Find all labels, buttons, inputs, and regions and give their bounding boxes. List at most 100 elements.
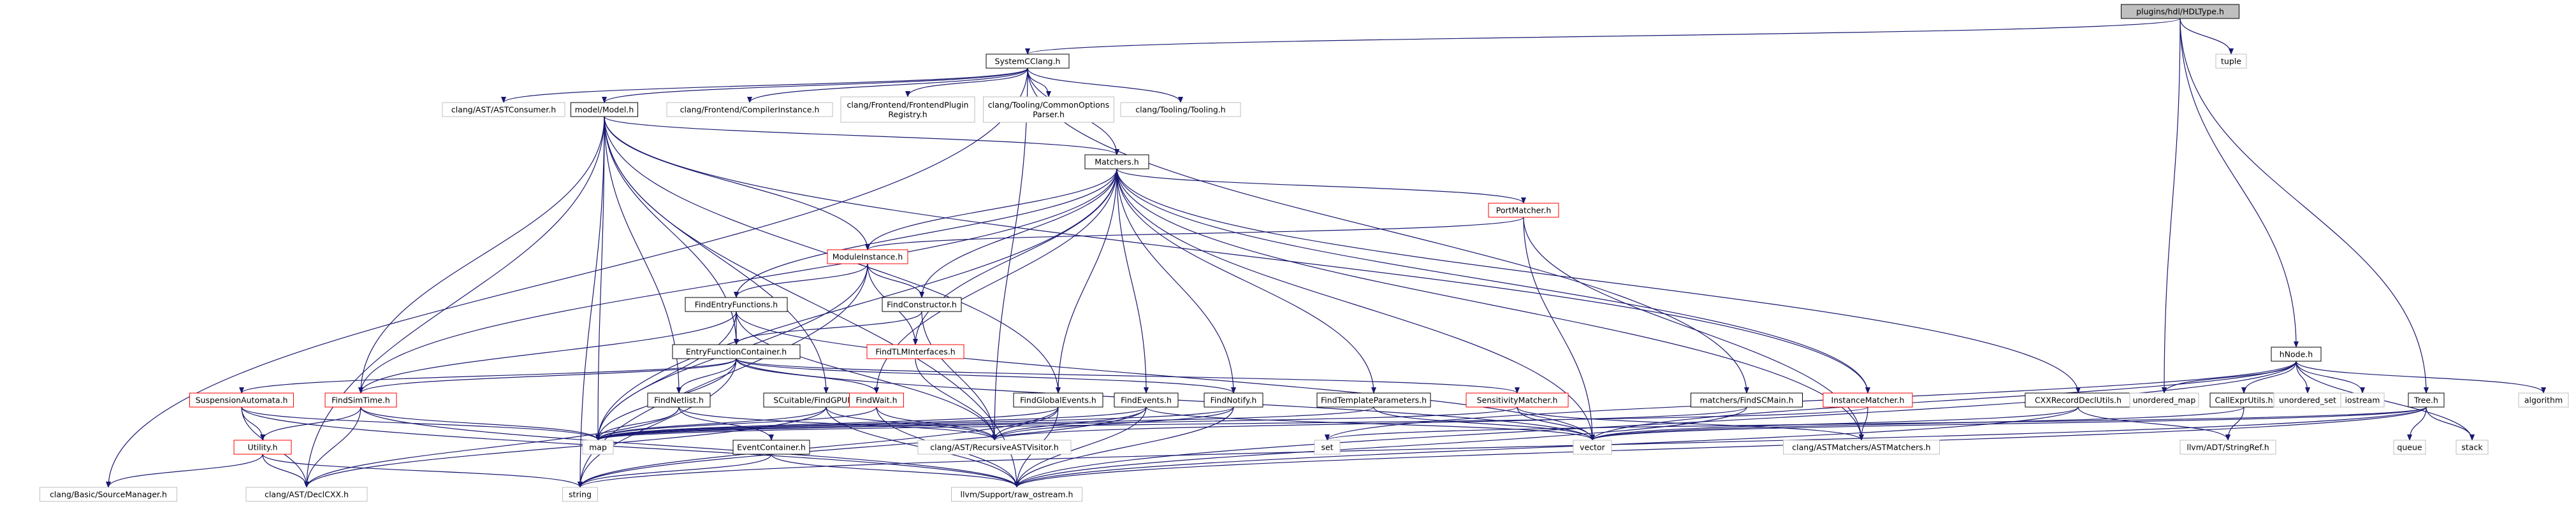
node-box [233,440,292,455]
node-label: llvm/Support/raw_ostream.h [961,490,1073,499]
node-suspauto[interactable]: SuspensionAutomata.h [189,392,294,408]
node-label: Registry.h [888,110,927,119]
node-tree[interactable]: Tree.h [2408,392,2445,408]
node-label: CXXRecordDeclUtils.h [2035,396,2121,405]
node-unordmap: unordered_map [2129,392,2199,408]
edge-systemc-to-fplugin [905,68,1028,97]
node-findtlm[interactable]: FindTLMInterfaces.h [866,344,964,359]
node-label: clang/Basic/SourceManager.h [50,490,167,499]
edge-systemc-to-srcmgr [106,68,1028,488]
node-label: FindGlobalEvents.h [1020,396,1096,405]
node-entrycont[interactable]: EntryFunctionContainer.h [672,344,801,359]
edge-findentry-to-map [595,311,737,441]
node-sensmatcher[interactable]: SensitivityMatcher.h [1466,392,1569,408]
edge-hnode-to-callexpr [2241,361,2297,394]
node-systemc[interactable]: SystemCClang.h [986,54,1070,69]
node-findtemplate[interactable]: FindTemplateParameters.h [1316,392,1431,408]
edge-root-to-tree [2179,18,2429,394]
node-findsim[interactable]: FindSimTime.h [324,392,397,408]
edge-matchers-to-instmatcher [1116,168,1870,394]
node-label: FindTemplateParameters.h [1321,396,1427,405]
node-label: plugins/hdl/HDLType.h [2136,7,2224,17]
node-label: FindSimTime.h [331,396,390,405]
node-label: FindEntryFunctions.h [695,300,778,310]
node-box [866,344,964,359]
node-label: clang/AST/RecursiveASTVisitor.h [930,443,1059,452]
edge-findscmain-to-recursive [992,406,1747,441]
edge-matchers-to-findentry [734,168,1117,298]
node-box [1573,440,1612,455]
node-label: vector [1580,443,1606,452]
node-utility[interactable]: Utility.h [233,440,292,455]
node-box [324,392,397,408]
node-box [1466,392,1569,408]
node-srcmgr: clang/Basic/SourceManager.h [40,487,177,502]
node-label: FindConstructor.h [887,300,957,310]
node-box [2393,440,2426,455]
node-astconsumer: clang/AST/ASTConsumer.h [442,102,565,117]
edge-model-to-matchers [604,116,1119,155]
node-cxxrecord[interactable]: CXXRecordDeclUtils.h [2025,392,2132,408]
edge-findsim-to-declcxx [304,406,361,488]
node-findctor[interactable]: FindConstructor.h [882,297,962,312]
node-eventcont[interactable]: EventContainer.h [732,440,810,455]
node-box [827,249,908,264]
edge-matchers-to-vector [1116,168,1595,441]
node-label: clang/Tooling/CommonOptions [988,100,1109,110]
node-portmatcher[interactable]: PortMatcher.h [1488,203,1559,218]
node-label: model/Model.h [575,105,634,115]
edge-systemc-to-compinst [747,68,1028,103]
node-string: string [562,487,598,502]
node-box [647,392,711,408]
node-findnetlist[interactable]: FindNetlist.h [647,392,711,408]
node-box [1488,203,1559,218]
node-callexpr[interactable]: CallExprUtils.h [2209,392,2278,408]
edge-hnode-to-algorithm [2296,361,2546,394]
edge-entrycont-to-suspauto [239,358,737,394]
node-label: ModuleInstance.h [833,252,903,262]
edge-tree-to-string [578,406,2427,488]
edge-model-to-declcxx [304,116,605,488]
edge-systemc-to-tooling [1027,68,1183,103]
node-findevents[interactable]: FindEvents.h [1114,392,1179,408]
node-model[interactable]: model/Model.h [571,102,638,117]
node-label: PortMatcher.h [1496,206,1552,215]
node-root[interactable]: plugins/hdl/HDLType.h [2121,4,2239,19]
edge-findsim-to-utility [260,406,361,441]
edge-root-to-hnode [2179,18,2299,348]
node-box [245,487,368,502]
node-findentry[interactable]: FindEntryFunctions.h [685,297,788,312]
node-tuple: tuple [2215,54,2247,69]
node-box [1084,154,1149,169]
node-label: clang/AST/DeclCXX.h [265,490,349,499]
edge-findevents-to-map [595,406,1147,441]
node-label: FindNetlist.h [654,396,704,405]
node-box [1120,102,1241,117]
node-findnotify[interactable]: FindNotify.h [1204,392,1263,408]
edge-utility-to-string [262,454,583,488]
edge-matchers-to-modinst [865,168,1117,250]
edge-utility-to-declcxx [262,454,309,488]
edge-model-to-instmatcher [604,116,1870,394]
node-rawostream: llvm/Support/raw_ostream.h [951,487,1082,502]
node-hnode[interactable]: hNode.h [2271,347,2322,362]
node-findwait[interactable]: FindWait.h [849,392,904,408]
node-recursive: clang/AST/RecursiveASTVisitor.h [917,440,1072,455]
node-box [2271,347,2322,362]
node-instmatcher[interactable]: InstanceMatcher.h [1823,392,1913,408]
node-box [442,102,565,117]
node-modinst[interactable]: ModuleInstance.h [827,249,908,264]
node-box [2340,392,2385,408]
node-findscmain[interactable]: matchers/FindSCMain.h [1691,392,1803,408]
edge-sensmatcher-to-map [595,406,1518,441]
node-matchers[interactable]: Matchers.h [1084,154,1149,169]
node-box [840,96,975,123]
edge-matchers-to-findctor [919,168,1117,298]
node-box [1204,392,1263,408]
edge-hnode-to-rawostream [1014,361,2297,488]
node-findglobal[interactable]: FindGlobalEvents.h [1013,392,1103,408]
edge-cxxrecord-to-stringref [2078,406,2230,441]
